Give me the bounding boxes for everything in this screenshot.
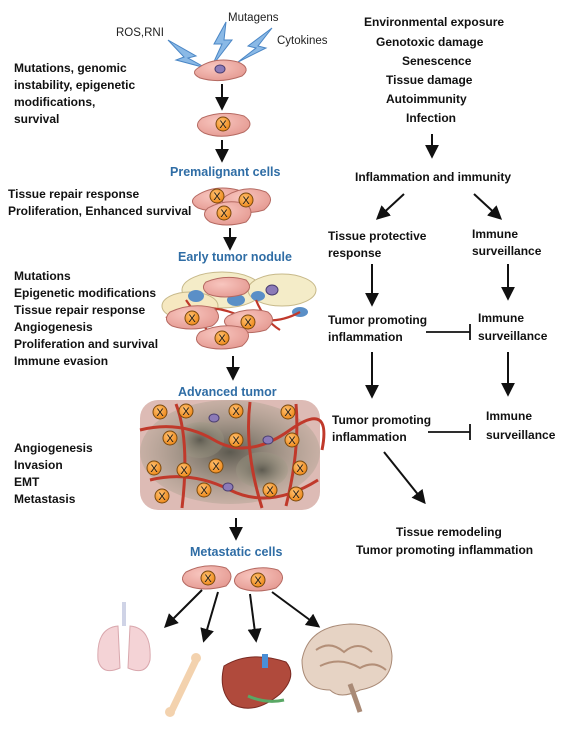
nucleus-mark: X (232, 406, 240, 418)
nucleus-mark: X (266, 485, 274, 497)
arrow-to-immune-surveillance (473, 193, 503, 220)
nucleus-mark: X (180, 465, 188, 477)
ros-rni-label: ROS,RNI (116, 27, 164, 39)
nucleus-mark: X (166, 433, 174, 445)
nucleus-icon (196, 482, 212, 498)
nucleus-icon (240, 314, 256, 330)
nucleus-icon (209, 188, 225, 204)
mutagens-lightning-icon (211, 21, 234, 67)
stage-metastatic-label: Metastatic cells (190, 545, 283, 559)
bone-icon (165, 653, 201, 717)
nucleus-icon (184, 310, 200, 326)
metastatic-cells-icon (182, 565, 283, 592)
nucleus-mark: X (232, 435, 240, 447)
nucleus-icon (288, 486, 304, 502)
nucleus-mark: X (244, 317, 252, 329)
nucleus-icon (238, 192, 254, 208)
nucleus-mark: X (242, 195, 250, 207)
arrow-to-lungs (164, 589, 203, 628)
nucleus-icon (216, 205, 232, 221)
nucleus-icon (292, 460, 308, 476)
nucleus-mark: X (158, 491, 166, 503)
nucleus-mark: X (200, 485, 208, 497)
nucleus-mark: X (150, 463, 158, 475)
nucleus-mark: X (288, 435, 296, 447)
arrow-to-bone (200, 591, 219, 643)
mutagens-label: Mutagens (228, 12, 279, 24)
stage-early-nodule-label: Early tumor nodule (178, 250, 292, 264)
nucleus-icon (262, 482, 278, 498)
arrow-to-liver (247, 593, 262, 643)
nucleus-icon (280, 404, 296, 420)
nucleus-icon (178, 403, 194, 419)
early-tumor-nodule-icon (161, 271, 317, 350)
nucleus-mark: X (219, 119, 227, 131)
nucleus-icon (284, 432, 300, 448)
nucleus-icon (154, 488, 170, 504)
arrow-to-brain (271, 591, 321, 628)
nucleus-mark: X (284, 407, 292, 419)
advanced-tumor-icon (139, 400, 326, 510)
nucleus-icon (200, 570, 216, 586)
normal-cell-icon (194, 59, 247, 82)
nucleus-mark: X (218, 333, 226, 345)
nucleus-mark: X (213, 191, 221, 203)
nucleus-icon (228, 432, 244, 448)
stage-premalignant-label: Premalignant cells (170, 165, 281, 179)
nucleus-icon (228, 403, 244, 419)
arrow-to-tissue-remodeling (383, 451, 426, 505)
nucleus-mark: X (212, 461, 220, 473)
inflammation-immunity-label: Inflammation and immunity (355, 170, 512, 184)
premalignant-cluster-icon (192, 187, 271, 226)
nucleus-icon (215, 116, 231, 132)
nucleus-icon (152, 404, 168, 420)
nucleus-icon (146, 460, 162, 476)
nucleus-icon (162, 430, 178, 446)
nucleus-mark: X (254, 575, 262, 587)
brain-icon (301, 623, 393, 713)
nucleus-mark: X (182, 406, 190, 418)
nucleus-icon (208, 458, 224, 474)
nucleus-icon (214, 330, 230, 346)
stage-advanced-label: Advanced tumor (178, 385, 277, 399)
cytokines-label: Cytokines (277, 35, 328, 47)
nucleus-mark: X (188, 313, 196, 325)
lungs-icon (97, 602, 151, 672)
nucleus-mark: X (292, 489, 300, 501)
nucleus-mark: X (296, 463, 304, 475)
ros-lightning-icon (167, 39, 207, 69)
nucleus-icon (176, 462, 192, 478)
cytokines-lightning-icon (237, 27, 273, 63)
arrow-to-tissue-protective (375, 193, 405, 220)
nucleus-mark: X (204, 573, 212, 585)
liver-icon (221, 654, 292, 709)
nucleus-icon (250, 572, 266, 588)
nucleus-mark: X (220, 208, 228, 220)
nucleus-mark: X (156, 407, 164, 419)
